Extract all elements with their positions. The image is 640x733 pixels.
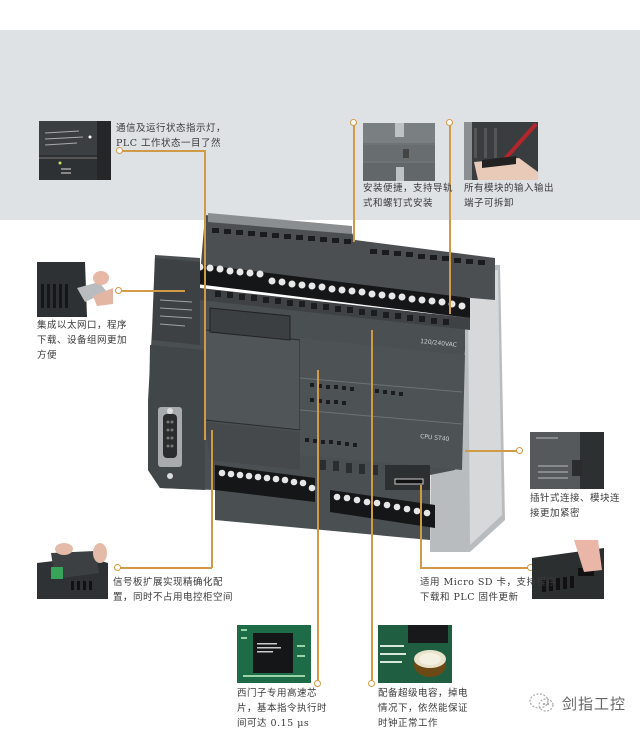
leader-dot-terminals	[446, 119, 453, 126]
thumb-status-leds	[39, 121, 111, 180]
thumb-supercap	[378, 625, 452, 683]
thumb-signal-board	[37, 543, 108, 599]
svg-text:120/240VAC: 120/240VAC	[420, 338, 457, 349]
leader-dot-ethernet	[115, 287, 122, 294]
thumb-plug-connection	[530, 432, 604, 489]
caption-micro-sd: 适用 Micro SD 卡，支持程序 下载和 PLC 固件更新	[420, 577, 557, 603]
leader-dot-plug	[516, 447, 523, 454]
svg-text:CPU ST40: CPU ST40	[420, 433, 450, 443]
leader-dot-mounting	[350, 119, 357, 126]
leader-line-status-v	[204, 150, 206, 440]
leader-line-supercap	[371, 330, 373, 682]
caption-chip: 西门子专用高速芯 片，基本指令执行时 间可达 0.15 μs	[237, 688, 328, 729]
thumb-removable-terminals	[464, 122, 538, 180]
leader-dot-status	[116, 147, 123, 154]
thumb-ethernet	[37, 262, 113, 317]
caption-status-leds: 通信及运行状态指示灯， PLC 工作状态一目了然	[116, 123, 227, 149]
thumb-micro-sd	[532, 540, 604, 599]
leader-line-chip	[317, 370, 319, 682]
leader-line-sd	[420, 567, 530, 569]
leader-dot-supercap	[368, 680, 375, 687]
caption-signal-board: 信号板扩展实现精确化配 置，同时不占用电控柜空间	[113, 577, 234, 603]
leader-line-status	[121, 150, 205, 152]
watermark-text: 剑指工控	[561, 694, 626, 713]
thumb-chip	[237, 625, 311, 683]
leader-line-signalboard-v	[211, 430, 213, 568]
caption-plug-connection: 插针式连接、模块连 接更加紧密	[530, 493, 621, 519]
caption-ethernet: 集成以太网口，程序 下载、设备组网更加 方便	[37, 320, 128, 361]
leader-line-plug	[465, 450, 520, 452]
leader-line-terminals	[449, 124, 451, 314]
caption-supercap: 配备超级电容，掉电 情况下，依然能保证 时钟正常工作	[378, 688, 469, 729]
leader-line-signalboard	[119, 567, 212, 569]
thumb-mounting	[363, 123, 435, 181]
caption-mounting: 安装便捷，支持导轨 式和螺钉式安装	[363, 183, 454, 209]
watermark: 剑指工控	[528, 692, 626, 714]
leader-line-mounting	[353, 124, 355, 242]
leader-line-sd-v	[420, 485, 422, 568]
leader-dot-chip	[314, 680, 321, 687]
leader-line-ethernet	[120, 290, 185, 292]
leader-dot-signalboard	[114, 564, 121, 571]
caption-removable-terminals: 所有模块的输入输出 端子可拆卸	[464, 183, 555, 209]
plc-device-image: 120/240VAC CPU ST40	[148, 213, 505, 552]
wechat-icon	[529, 693, 554, 712]
